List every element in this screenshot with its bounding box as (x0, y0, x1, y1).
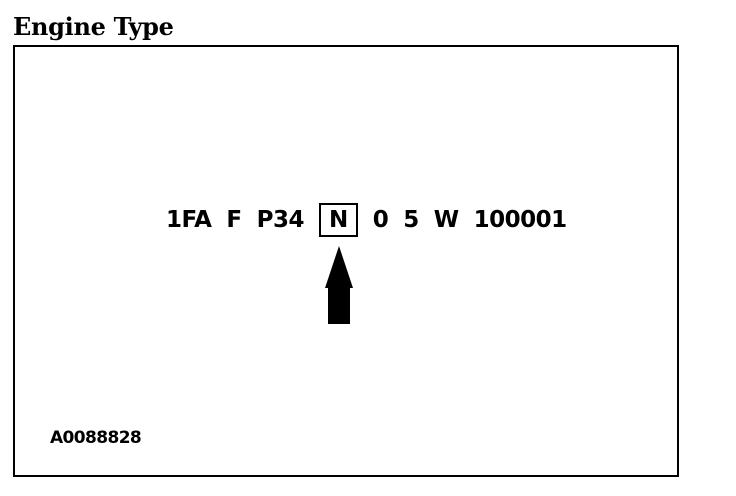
vin-segment-engine-type: N (318, 203, 358, 237)
vin-segment-check-digit: 0 (372, 207, 389, 233)
up-arrow-icon (325, 246, 353, 324)
vin-code: 1FA F P34 N 0 5 W 100001 (166, 200, 567, 240)
vin-segment-model-year: 5 (403, 207, 419, 233)
vin-segment-wmi: 1FA (166, 207, 212, 233)
vin-segment-line-series-body: P34 (256, 207, 305, 233)
arrow-shaft (328, 286, 350, 324)
figure-reference-code: A0088828 (50, 428, 142, 448)
diagram-frame (13, 45, 679, 477)
page-title: Engine Type (13, 12, 174, 41)
vin-segment-assembly-plant: W (433, 207, 459, 233)
vin-segment-restraint: F (226, 207, 242, 233)
arrow-head (325, 246, 353, 288)
vin-segment-serial-number: 100001 (473, 207, 568, 233)
